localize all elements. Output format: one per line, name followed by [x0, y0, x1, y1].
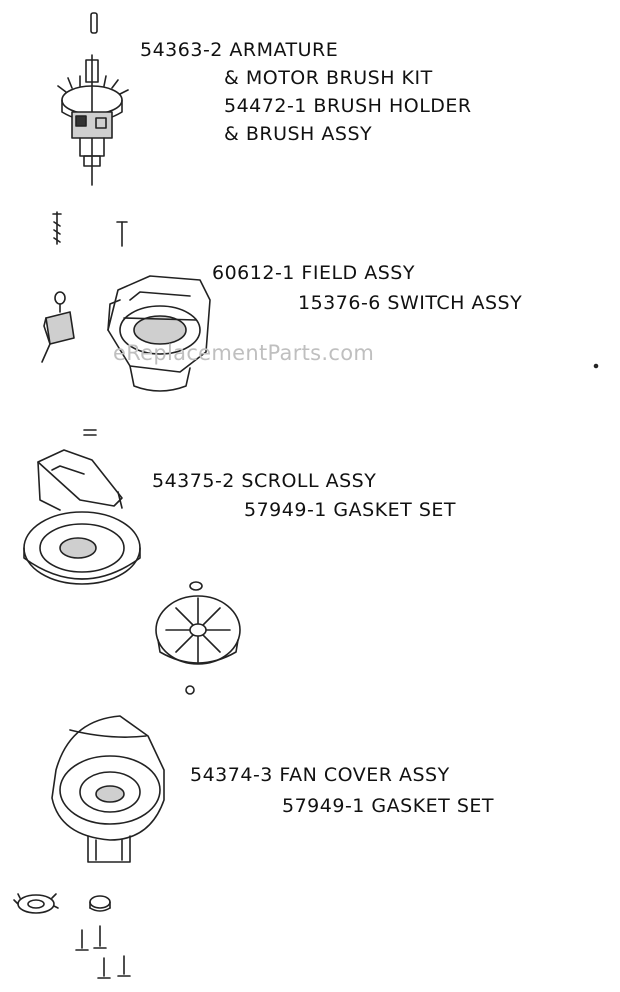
nut-part: [89, 895, 111, 912]
label-gasket-set-2: 57949-1 GASKET SET: [282, 795, 494, 817]
screw-part: [52, 211, 62, 245]
washer-part: [83, 429, 97, 436]
watermark-text: eReplacementParts.com: [113, 341, 375, 365]
scroll-part: [23, 449, 141, 585]
label-motor-brush-kit: & MOTOR BRUSH KIT: [224, 67, 433, 89]
label-switch-assy: 15376-6 SWITCH ASSY: [298, 292, 523, 314]
screw-set-part: [75, 925, 131, 979]
label-brush-holder: 54472-1 BRUSH HOLDER: [224, 95, 472, 117]
field-part: [107, 275, 211, 392]
armature-part: [57, 54, 129, 186]
stray-dot: [593, 363, 599, 369]
label-armature: 54363-2 ARMATURE: [140, 39, 339, 61]
bolt-part: [116, 221, 128, 247]
gear-washer-part: [13, 893, 59, 914]
label-fan-cover-assy: 54374-3 FAN COVER ASSY: [190, 764, 450, 786]
label-field-assy: 60612-1 FIELD ASSY: [212, 262, 415, 284]
label-brush-assy: & BRUSH ASSY: [224, 123, 373, 145]
fan-cover-part: [51, 715, 165, 863]
fan-part: [155, 581, 241, 695]
label-scroll-assy: 54375-2 SCROLL ASSY: [152, 470, 377, 492]
armature-pin-part: [90, 12, 98, 34]
switch-part: [41, 291, 75, 363]
label-gasket-set-1: 57949-1 GASKET SET: [244, 499, 456, 521]
